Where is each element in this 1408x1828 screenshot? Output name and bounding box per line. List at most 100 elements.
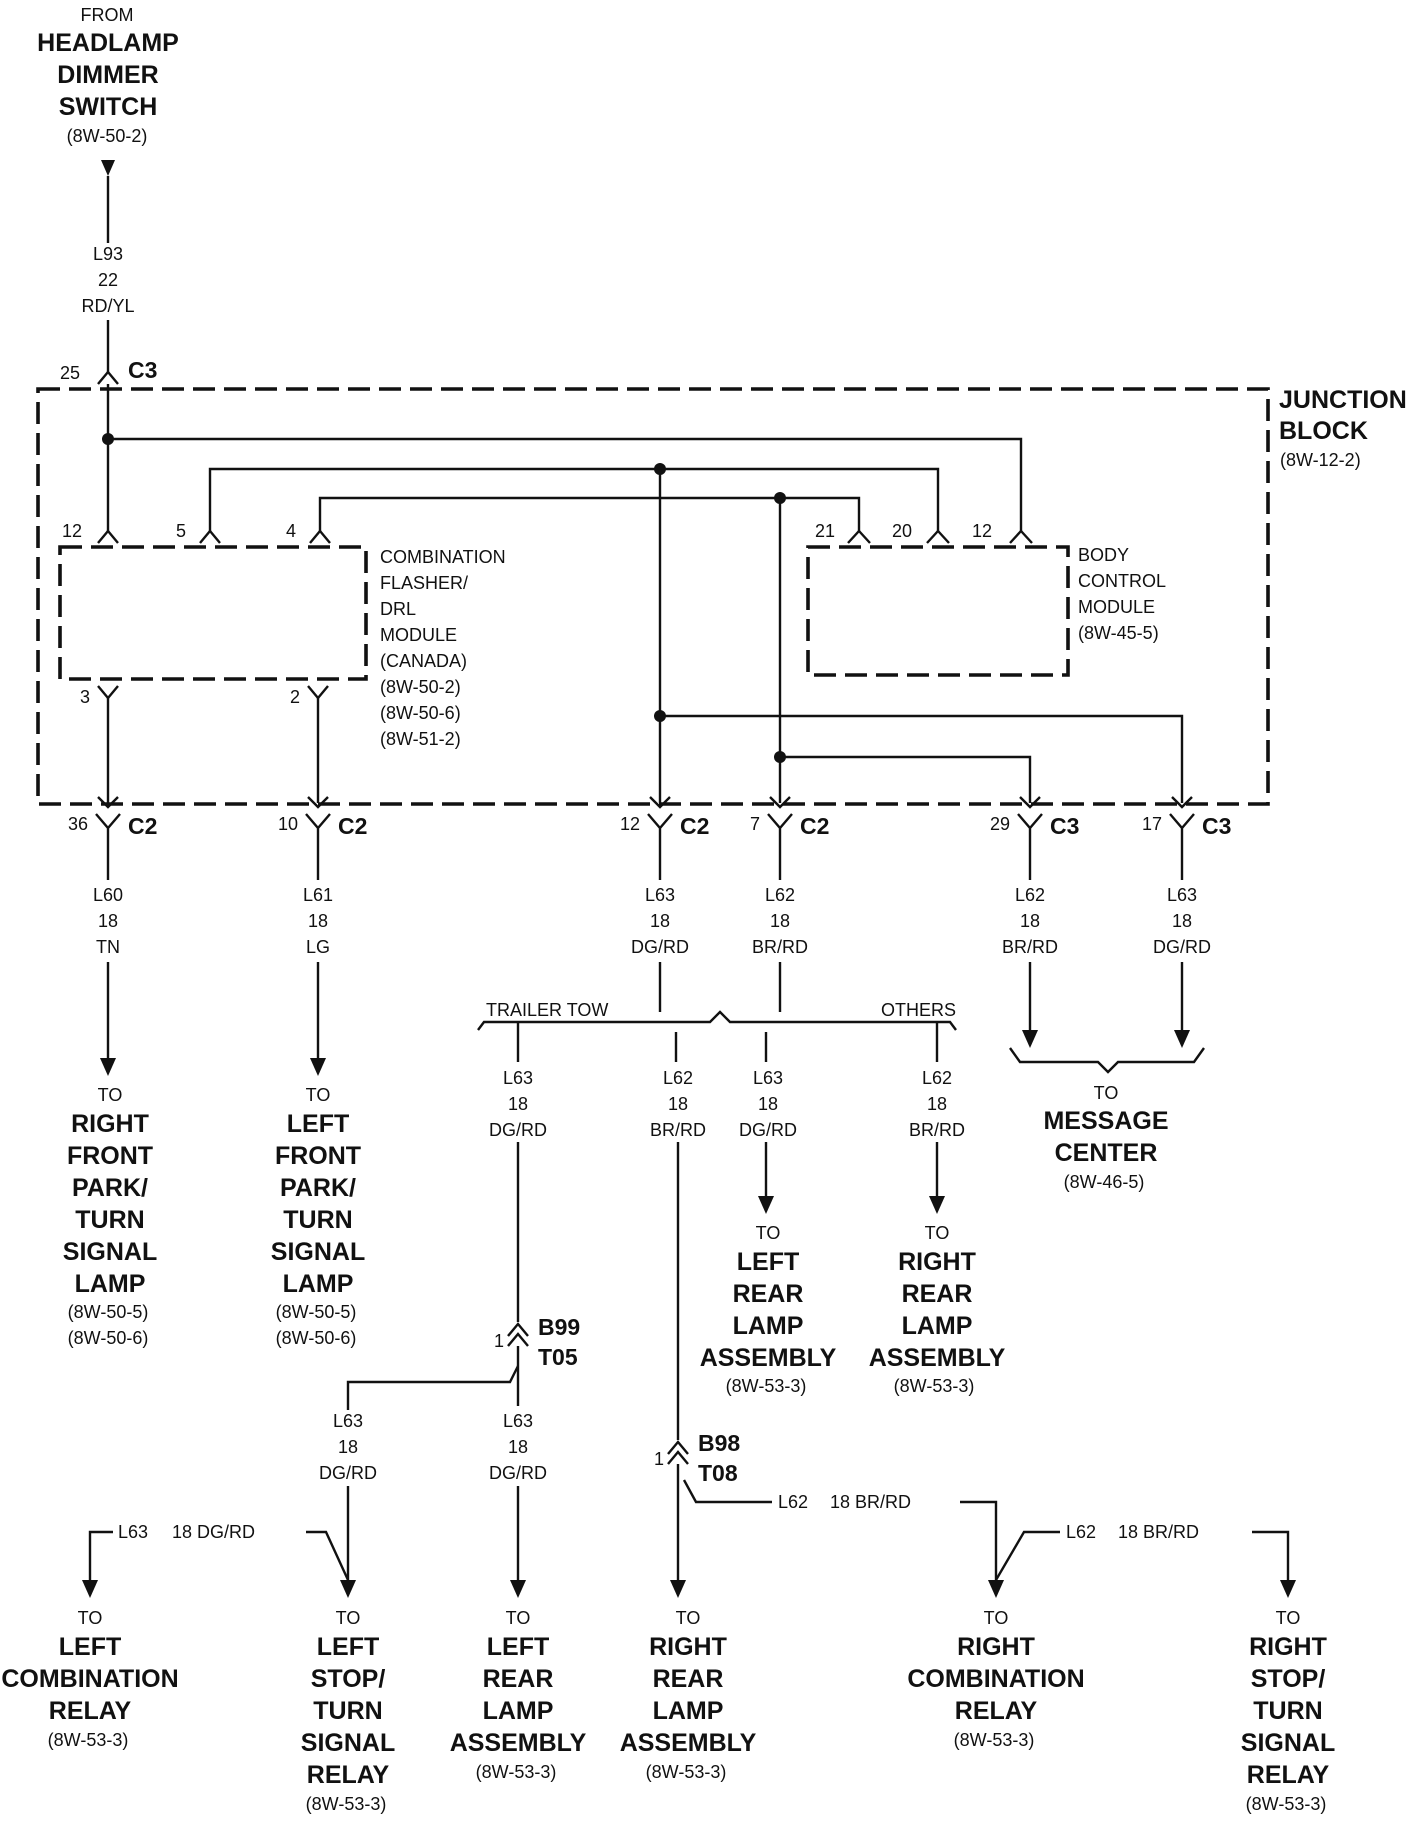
headlamp-name-2: DIMMER [57, 61, 158, 89]
wire-l93-code: L93 [93, 244, 123, 264]
arrow-left-combination [82, 1580, 98, 1598]
dest-orr-name-2: REAR [902, 1280, 973, 1308]
wire-l61-gauge: 18 [308, 911, 328, 931]
dest-rf-name-5: SIGNAL [63, 1238, 157, 1266]
c3-17-label: C3 [1202, 813, 1231, 839]
branch-1-color: DG/RD [489, 1120, 547, 1140]
bcm-pin-12-connector [1009, 529, 1033, 544]
relay-wire-3-code: L62 [1066, 1522, 1096, 1542]
flasher-pin-12: 12 [62, 521, 82, 541]
split-1-code: L63 [333, 1411, 363, 1431]
branch-2-code: L62 [663, 1068, 693, 1088]
bcm-outline [806, 545, 1070, 677]
headlamp-name-3: SWITCH [59, 93, 158, 121]
dest-lrt-name-2: REAR [483, 1665, 554, 1693]
bottom-connector-arrows [97, 796, 1193, 809]
dest-rf-name-3: PARK/ [72, 1174, 148, 1202]
arrow-others-right-rear [929, 1196, 945, 1214]
branch-4-color: BR/RD [909, 1120, 965, 1140]
wire-l62a-gauge: 18 [770, 911, 790, 931]
wire-l60-code: L60 [93, 885, 123, 905]
b99-pin: 1 [494, 1331, 504, 1351]
dest-rf-name-6: LAMP [75, 1270, 146, 1298]
dest-lf-name-1: LEFT [287, 1110, 350, 1138]
wire-label-l63-a: L63 18 DG/RD [631, 885, 689, 957]
wire-l60-gauge: 18 [98, 911, 118, 931]
bcm-line-2: CONTROL [1078, 571, 1166, 591]
flasher-pin-3: 3 [80, 687, 90, 707]
flasher-line-7: (8W-50-6) [380, 703, 461, 723]
dest-left-combination-relay: TO LEFT COMBINATION RELAY (8W-53-3) [1, 1608, 178, 1750]
dest-rst-name-4: SIGNAL [1241, 1729, 1335, 1757]
dest-lrt-to: TO [506, 1608, 531, 1628]
arrow-right-combination [988, 1580, 1004, 1598]
dest-rst-to: TO [1276, 1608, 1301, 1628]
dest-lf-name-5: SIGNAL [271, 1238, 365, 1266]
c2-36-connector [95, 813, 121, 880]
dest-lcr-name-2: COMBINATION [1, 1665, 178, 1693]
bus-to-bcm-12 [108, 437, 1023, 531]
dest-mc-ref: (8W-46-5) [1064, 1172, 1145, 1192]
wire-left-stop-jumper [306, 1530, 350, 1581]
t05-name: T05 [538, 1344, 578, 1370]
connector-b98 [667, 1440, 689, 1465]
split-2-code: L63 [503, 1411, 533, 1431]
dest-lst-ref: (8W-53-3) [306, 1794, 387, 1814]
dest-rf-name-4: TURN [75, 1206, 144, 1234]
flasher-module-outline [58, 545, 368, 681]
dest-right-stop-turn-relay: TO RIGHT STOP/ TURN SIGNAL RELAY (8W-53-… [1241, 1608, 1335, 1814]
bcm-line-1: BODY [1078, 545, 1129, 565]
junction-block-outline [36, 387, 1270, 806]
c3-top-pin: 25 [60, 363, 80, 383]
dest-rcr-to: TO [984, 1608, 1009, 1628]
dest-lf-ref-2: (8W-50-6) [276, 1328, 357, 1348]
dest-rst-name-2: STOP/ [1251, 1665, 1326, 1693]
dest-rf-ref-1: (8W-50-5) [68, 1302, 149, 1322]
c2-7-label: C2 [800, 813, 829, 839]
dest-rf-to: TO [98, 1085, 123, 1105]
dest-lf-name-6: LAMP [283, 1270, 354, 1298]
dest-rf-name-1: RIGHT [71, 1110, 149, 1138]
flasher-line-8: (8W-51-2) [380, 729, 461, 749]
dest-rrt-ref: (8W-53-3) [646, 1762, 727, 1782]
split-2-gauge: 18 [508, 1437, 528, 1457]
wire-l63a-color: DG/RD [631, 937, 689, 957]
arrow-right-stop [1280, 1580, 1296, 1598]
c2-36-pin: 36 [68, 814, 88, 834]
dest-orr-name-3: LAMP [902, 1312, 973, 1340]
c3-top-label: C3 [128, 357, 157, 383]
wire-l63b-code: L63 [1167, 885, 1197, 905]
bus-l62-to-c3-29 [780, 755, 1032, 803]
dest-rrt-to: TO [676, 1608, 701, 1628]
flasher-pin-4: 4 [286, 521, 296, 541]
arrow-right-rear-tow [670, 1580, 686, 1598]
branch-3-color: DG/RD [739, 1120, 797, 1140]
dest-rcr-name-3: RELAY [955, 1697, 1038, 1725]
c3-29-label: C3 [1050, 813, 1079, 839]
bcm-pin-21: 21 [815, 521, 835, 541]
bcm-pin-21-connector [847, 529, 871, 544]
wire-l60-color: TN [96, 937, 120, 957]
c2-10-pin: 10 [278, 814, 298, 834]
wire-l63a-code: L63 [645, 885, 675, 905]
c2-12-connector [647, 813, 673, 880]
headlamp-name-1: HEADLAMP [37, 29, 179, 57]
t08-name: T08 [698, 1460, 738, 1486]
arrow-others-left-rear [758, 1196, 774, 1214]
connector-b99 [507, 1322, 529, 1347]
flasher-top-connectors [97, 529, 331, 544]
wire-label-l61: L61 18 LG [303, 885, 333, 957]
dest-right-combination-relay: TO RIGHT COMBINATION RELAY (8W-53-3) [907, 1608, 1084, 1750]
arrow-left-rear-tow [510, 1580, 526, 1598]
wire-l61-code: L61 [303, 885, 333, 905]
b99-name: B99 [538, 1314, 580, 1340]
dest-left-rear-lamp-tow: TO LEFT REAR LAMP ASSEMBLY (8W-53-3) [450, 1608, 587, 1782]
branch-1-gauge: 18 [508, 1094, 528, 1114]
dest-lst-name-4: SIGNAL [301, 1729, 395, 1757]
dest-left-front-lamp: TO LEFT FRONT PARK/ TURN SIGNAL LAMP (8W… [271, 1085, 365, 1348]
dest-mc-name-2: CENTER [1055, 1139, 1158, 1167]
flasher-pin-5-connector [199, 529, 221, 544]
flasher-line-2: FLASHER/ [380, 573, 468, 593]
option-others: OTHERS [881, 1000, 956, 1020]
